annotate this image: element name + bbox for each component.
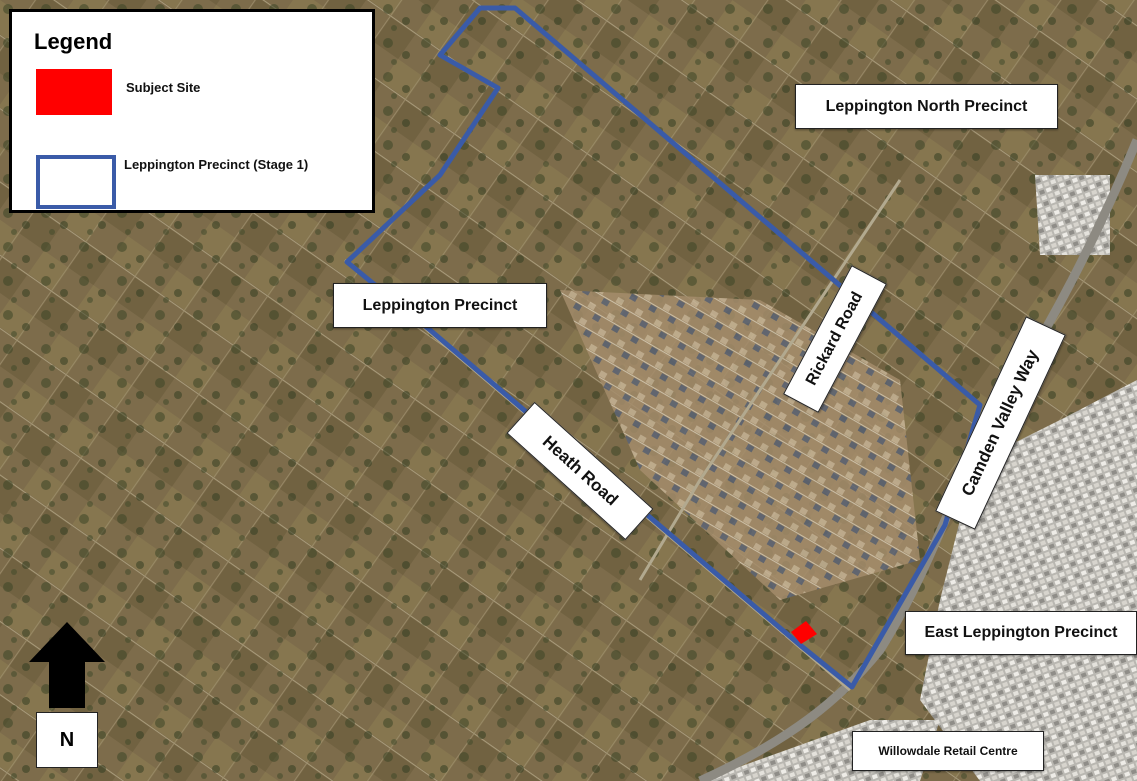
north-label: N — [36, 712, 98, 768]
willowdale-retail-centre-label: Willowdale Retail Centre — [852, 731, 1044, 771]
legend-precinct-label: Leppington Precinct (Stage 1) — [124, 157, 309, 172]
leppington-precinct-label: Leppington Precinct — [333, 283, 547, 328]
north-east-urban-area — [1035, 175, 1110, 255]
leppington-north-precinct-label: Leppington North Precinct — [795, 84, 1058, 129]
precinct-boundary-swatch — [36, 155, 116, 209]
legend-subject-site-label: Subject Site — [126, 80, 201, 95]
east-urban-area — [920, 380, 1137, 781]
legend-title: Legend — [34, 29, 113, 54]
subject-site[interactable] — [791, 621, 817, 644]
east-leppington-precinct-label: East Leppington Precinct — [905, 611, 1137, 655]
north-arrow-icon — [29, 622, 105, 708]
map-legend: Legend Subject Site Leppington Precinct … — [9, 9, 375, 213]
subject-site-swatch — [36, 69, 112, 115]
